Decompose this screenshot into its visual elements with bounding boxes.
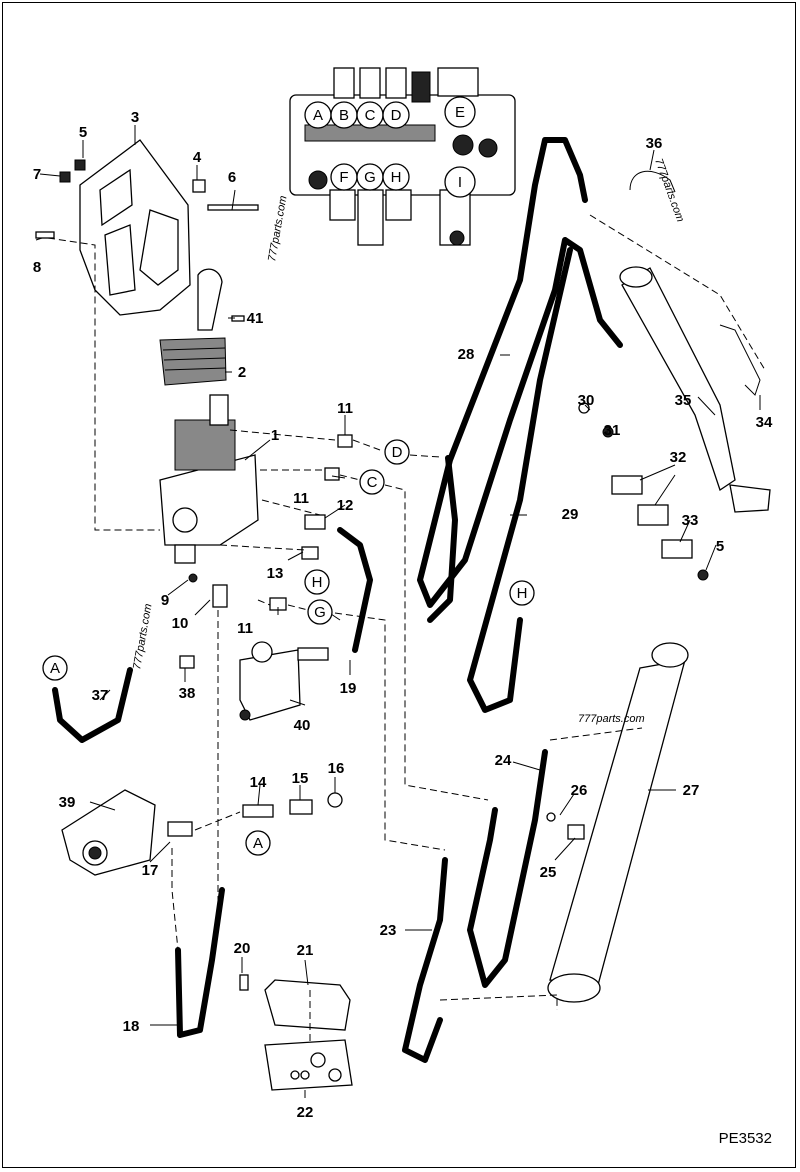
tee-fittings	[242, 792, 343, 818]
callout-20: 20	[234, 940, 251, 957]
flow-valve	[239, 641, 329, 721]
callout-11: 11	[337, 400, 353, 417]
callout-16: 16	[328, 760, 345, 777]
dashed-connections	[47, 214, 766, 1045]
port-C-label: C	[365, 107, 376, 124]
callout-18: 18	[123, 1018, 140, 1035]
callout-41: 41	[247, 310, 264, 327]
pump-motor	[61, 789, 193, 876]
port-ref-A: A	[50, 660, 60, 677]
control-valve-top	[289, 67, 516, 246]
valve-assembly	[159, 394, 259, 564]
callout-3: 3	[131, 109, 139, 126]
watermark-3: 777parts.com	[131, 603, 154, 671]
callout-37: 37	[92, 687, 109, 704]
callout-numbers: 1 2 3 4 5 6 7 8 9 10 11 12 13 14 15 16 1…	[33, 109, 773, 1121]
callout-15: 15	[292, 770, 309, 787]
port-B-label: B	[339, 107, 349, 124]
callout-31: 31	[604, 422, 621, 439]
callout-5: 5	[79, 124, 87, 141]
port-ref-H-2: H	[517, 585, 528, 602]
watermark-2: 777parts.com	[652, 157, 686, 224]
callout-11-b: 11	[293, 490, 309, 507]
callout-28: 28	[458, 346, 475, 363]
callout-30: 30	[578, 392, 595, 409]
cylinder-27	[547, 642, 689, 1003]
callout-33: 33	[682, 512, 699, 529]
small-hardware	[35, 159, 709, 991]
callout-14: 14	[250, 774, 267, 791]
port-G-label: G	[364, 169, 376, 186]
callout-6: 6	[228, 169, 236, 186]
port-letter-circles	[304, 96, 476, 198]
callout-9: 9	[161, 592, 169, 609]
callout-22: 22	[297, 1104, 314, 1121]
callout-25: 25	[540, 864, 557, 881]
callout-23: 23	[380, 922, 397, 939]
port-ref-H: H	[312, 574, 323, 591]
cylinder-35	[619, 266, 771, 513]
callout-38: 38	[179, 685, 196, 702]
port-E-label: E	[455, 104, 465, 121]
clamp-36	[629, 170, 676, 193]
watermark-4: 777parts.com	[578, 713, 645, 725]
callout-27: 27	[683, 782, 700, 799]
port-D-label: D	[391, 107, 402, 124]
joystick-handle	[159, 268, 227, 386]
port-H-label: H	[391, 169, 402, 186]
valve-mount-bracket	[264, 979, 353, 1091]
callout-21: 21	[297, 942, 314, 959]
port-ref-labels: D C H G H A A	[50, 444, 527, 852]
callout-35: 35	[675, 392, 692, 409]
watermark-1: 777parts.com	[266, 195, 289, 263]
callout-11-c: 11	[237, 620, 253, 637]
port-F-label: F	[339, 169, 348, 186]
callout-34: 34	[756, 414, 773, 431]
hoses	[52, 137, 623, 1063]
callout-10: 10	[172, 615, 189, 632]
callout-26: 26	[571, 782, 588, 799]
callout-19: 19	[340, 680, 357, 697]
callout-32: 32	[670, 449, 687, 466]
port-ref-D: D	[392, 444, 403, 461]
callout-24: 24	[495, 752, 512, 769]
callout-40: 40	[294, 717, 311, 734]
port-A-label: A	[313, 107, 323, 124]
callout-36: 36	[646, 135, 663, 152]
port-ref-G: G	[314, 604, 326, 621]
port-ref-A-2: A	[253, 835, 263, 852]
callout-8: 8	[33, 259, 41, 276]
mount-bracket	[79, 139, 191, 316]
leader-lines	[35, 125, 761, 1098]
callout-7: 7	[33, 166, 41, 183]
callout-4: 4	[193, 149, 202, 166]
tube-34	[719, 324, 761, 396]
port-letter-labels: A B C D E F G H I	[313, 104, 465, 191]
callout-2: 2	[238, 364, 246, 381]
callout-13: 13	[267, 565, 284, 582]
callout-39: 39	[59, 794, 76, 811]
callout-17: 17	[142, 862, 159, 879]
callout-12: 12	[337, 497, 354, 514]
callout-5-b: 5	[716, 538, 724, 555]
port-ref-C: C	[367, 474, 378, 491]
diagram-id: PE3532	[719, 1130, 772, 1147]
callout-29: 29	[562, 506, 579, 523]
port-I-label: I	[458, 174, 462, 191]
callout-1: 1	[271, 427, 279, 444]
port-ref-circles	[42, 439, 535, 856]
clip-parts	[611, 475, 693, 559]
